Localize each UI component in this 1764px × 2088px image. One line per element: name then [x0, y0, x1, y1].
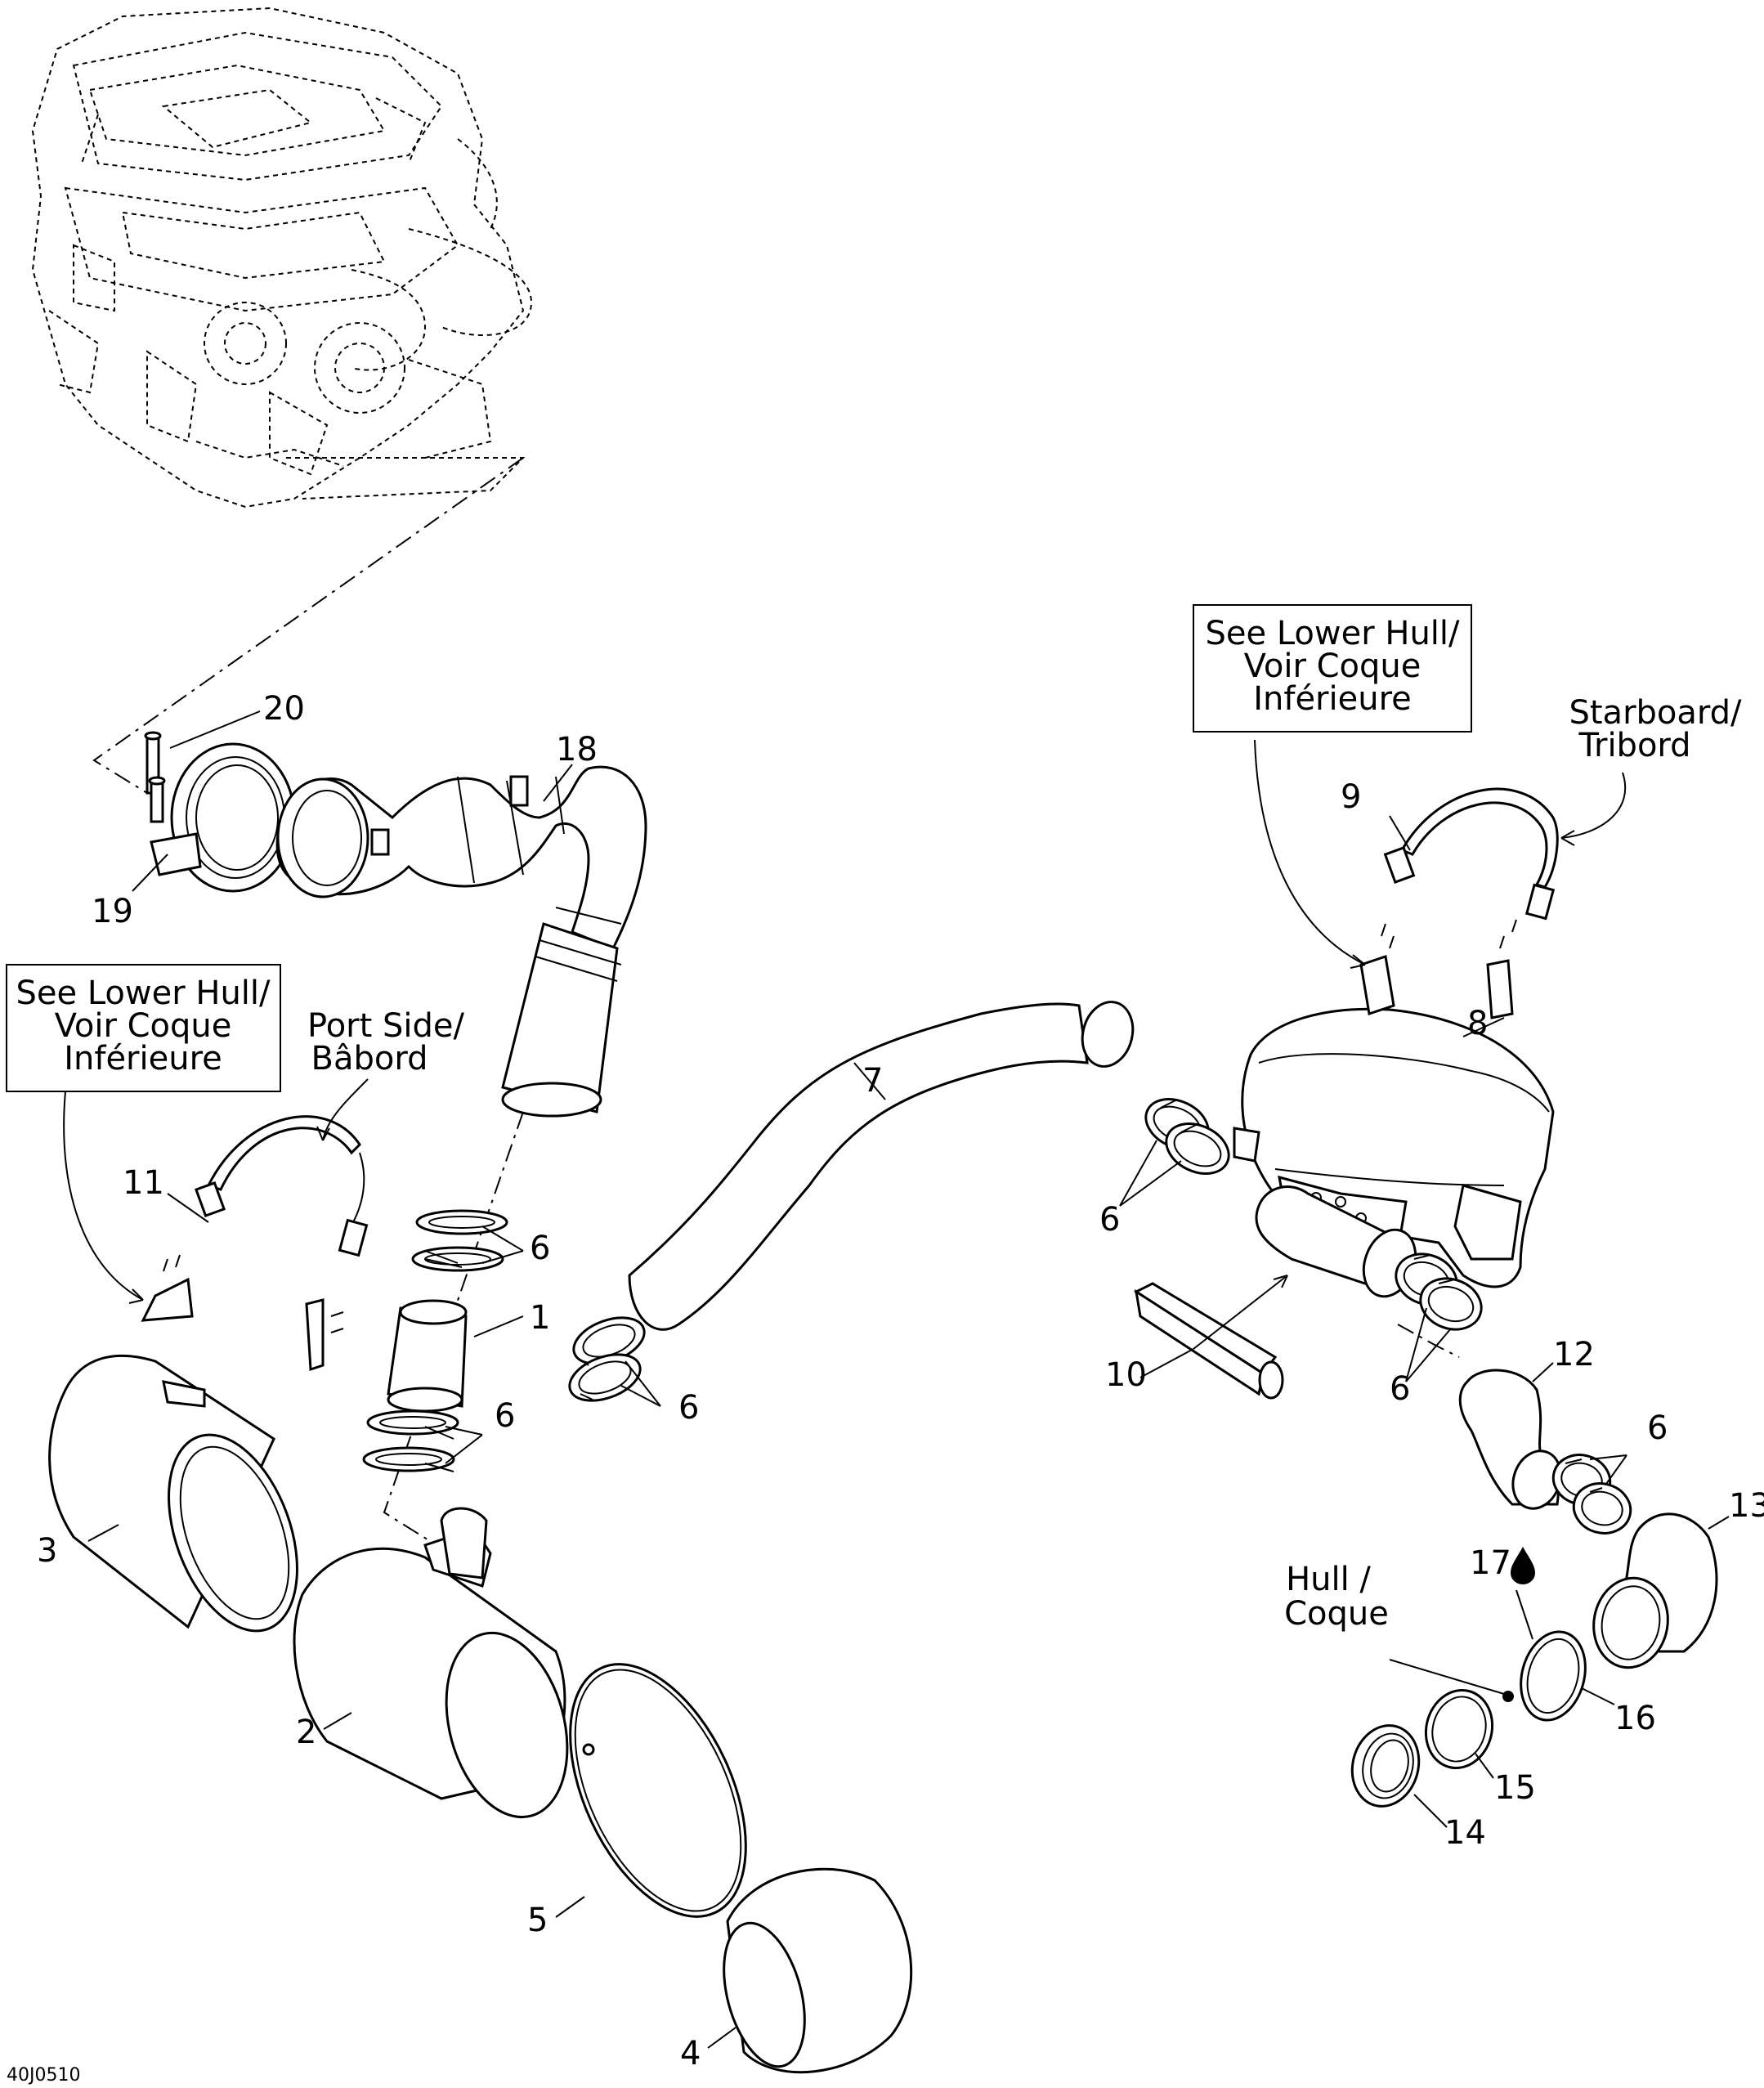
callout-2: 2	[296, 1714, 316, 1751]
leader-lines	[63, 710, 1730, 2049]
note-hull-line-2: Coque	[1284, 1595, 1389, 1633]
callout-17: 17	[1470, 1544, 1511, 1582]
callout-19: 19	[92, 893, 133, 930]
part-7-hose	[628, 1001, 1135, 1331]
part-8-water-box	[1233, 1007, 1555, 1298]
note-box-lower-hull-left	[6, 964, 281, 1092]
bracket-starboard-left	[1359, 923, 1395, 1015]
note-box-lower-hull-right	[1193, 604, 1472, 733]
note-starboard-line-2: Tribord	[1578, 727, 1690, 764]
callout-8: 8	[1467, 1005, 1488, 1042]
callout-3: 3	[37, 1532, 57, 1570]
callout-12: 12	[1553, 1336, 1595, 1373]
part-14-nozzle	[1350, 1724, 1421, 1808]
note-port-side-line-2: Bâbord	[311, 1040, 428, 1078]
hull-point	[1502, 1691, 1514, 1702]
part-18-exhaust-pipe	[275, 765, 647, 1118]
callout-6-center-lower: 6	[495, 1397, 515, 1435]
note-lower-hull-right-line-2: Voir Coque	[1244, 647, 1421, 685]
callout-14: 14	[1444, 1814, 1486, 1852]
part-6-clamps-hose	[568, 1316, 646, 1402]
figure-code: 40J0510	[7, 2065, 80, 2086]
part-13-outlet-elbow	[1592, 1512, 1718, 1669]
part-3-sleeve	[48, 1355, 298, 1633]
part-6-clamps-upper-center	[411, 1209, 508, 1272]
water-box-to-hose-12-line	[1397, 1324, 1460, 1358]
callout-6-hose: 6	[678, 1389, 699, 1427]
callout-11: 11	[123, 1164, 164, 1202]
part-1-coupling	[387, 1299, 468, 1413]
note-lower-hull-left-line-2: Voir Coque	[55, 1007, 232, 1045]
drop-icon	[1511, 1547, 1535, 1584]
part-10-foam-strip	[1133, 1282, 1284, 1400]
callout-9: 9	[1341, 778, 1361, 816]
pipe-18-to-muffler-line	[383, 1111, 524, 1554]
part-6-clamps-lower-right	[1395, 1252, 1483, 1331]
part-6-clamps-lower-center	[362, 1409, 459, 1472]
note-lower-hull-left-line-3: Inférieure	[64, 1040, 222, 1078]
part-2-muffler	[293, 1507, 569, 1819]
callout-18: 18	[556, 731, 598, 768]
note-lower-hull-right-line-1: See Lower Hull/	[1206, 615, 1461, 652]
note-starboard-line-1: Starboard/	[1569, 694, 1742, 732]
part-11-strap	[194, 1115, 369, 1257]
callout-6-upper-right: 6	[1099, 1201, 1120, 1239]
callout-15: 15	[1494, 1769, 1536, 1807]
part-5-ring	[569, 1663, 747, 1918]
callout-20: 20	[263, 690, 305, 728]
note-hull-line-1: Hull /	[1286, 1561, 1371, 1598]
note-lower-hull-right-line-3: Inférieure	[1253, 680, 1412, 718]
part-16-gasket	[1520, 1630, 1587, 1722]
bracket-right	[305, 1298, 344, 1372]
callout-4: 4	[680, 2035, 701, 2072]
part-15-ring	[1424, 1688, 1494, 1770]
callout-6-center-upper: 6	[530, 1230, 550, 1267]
callout-6-lower-right: 6	[1390, 1370, 1410, 1408]
part-4-end-cap	[723, 1867, 913, 2074]
part-12-hose-elbow	[1458, 1369, 1562, 1510]
note-port-side-line-1: Port Side/	[307, 1007, 465, 1045]
bracket-left	[141, 1254, 194, 1322]
bracket-starboard-right	[1486, 919, 1517, 1019]
part-6-clamps-upper-right	[1144, 1098, 1230, 1175]
callout-7: 7	[862, 1062, 883, 1100]
engine-ghost-outline	[31, 7, 533, 509]
callout-5: 5	[527, 1902, 548, 1939]
callout-13: 13	[1729, 1487, 1764, 1525]
callout-6-elbow: 6	[1647, 1409, 1668, 1447]
part-9-strap	[1383, 787, 1559, 921]
engine-connection-line	[92, 457, 524, 794]
callout-10: 10	[1105, 1356, 1147, 1394]
note-lower-hull-left-line-1: See Lower Hull/	[16, 975, 271, 1012]
part-19-clamp	[148, 742, 296, 893]
callout-16: 16	[1614, 1700, 1656, 1737]
callout-1: 1	[530, 1299, 550, 1337]
part-6-clamps-elbow	[1551, 1454, 1632, 1535]
